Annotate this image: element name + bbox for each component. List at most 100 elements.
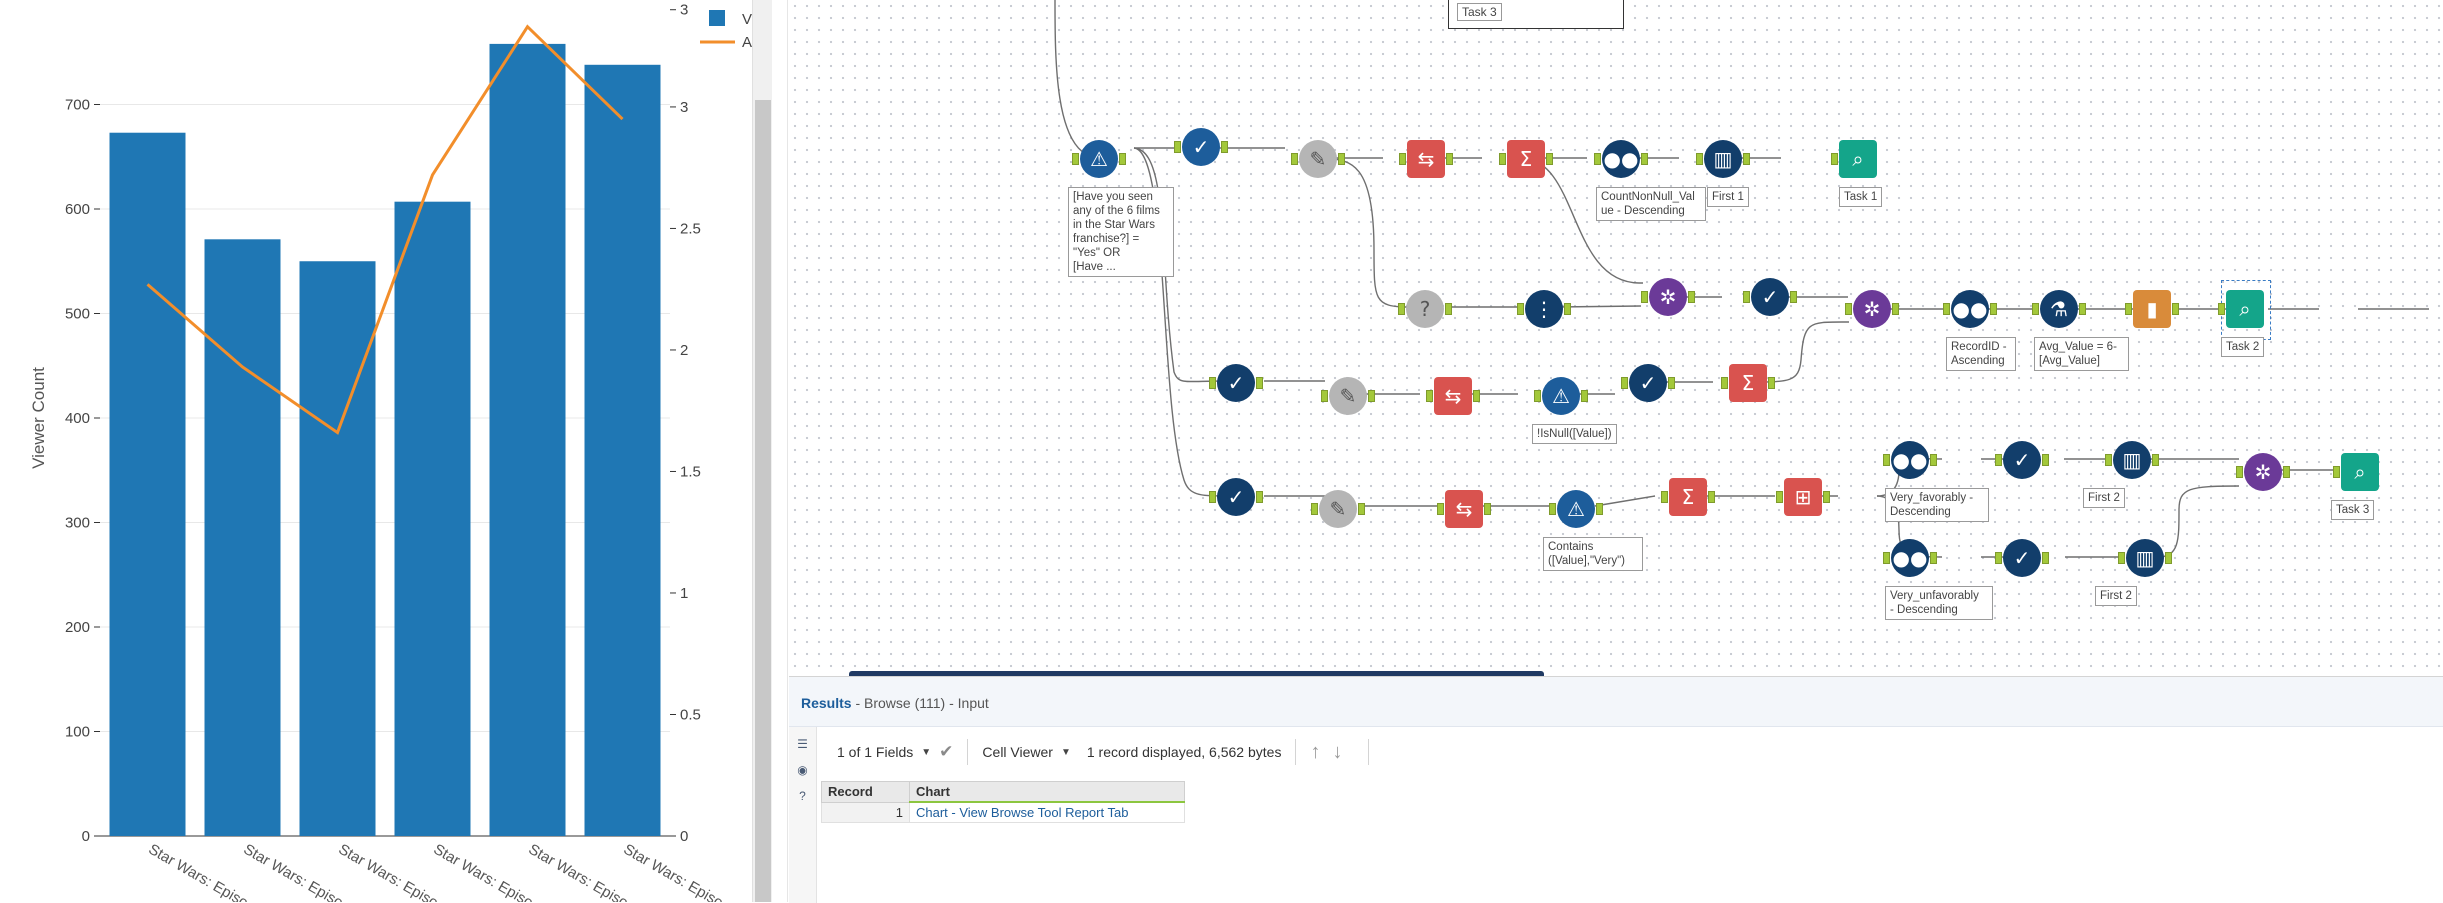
first2b-annotation: First 2 <box>2095 586 2137 606</box>
chart-bar <box>109 132 186 837</box>
transpose-tool-2[interactable]: ⇆ <box>1426 377 1480 415</box>
y2-tick-label: 2 <box>680 342 688 359</box>
summarize-tool-2[interactable]: Σ <box>1721 364 1775 402</box>
results-table: Record Chart 1 Chart - View Browse Tool … <box>821 781 1185 823</box>
transpose-tool-3[interactable]: ⇆ <box>1437 490 1491 528</box>
x-tick-label: Star Wars: Episo <box>241 841 346 902</box>
y-tick-label: 300 <box>65 515 90 532</box>
task3-top-label: Task 3 <box>1457 3 1502 21</box>
fields-dropdown[interactable]: 1 of 1 Fields <box>837 744 914 760</box>
select-tool-3[interactable]: ✓ <box>1209 364 1263 402</box>
task3-browse-top[interactable]: Task 3 <box>1448 0 1624 29</box>
chart-tool[interactable]: ▮ <box>2125 290 2179 328</box>
table-row[interactable]: 1 Chart - View Browse Tool Report Tab <box>821 801 1185 823</box>
task3-annotation: Task 3 <box>2331 500 2375 520</box>
results-toolbar: 1 of 1 Fields ▼ ✔ Cell Viewer ▼ 1 record d… <box>817 727 2443 777</box>
summarize-tool-1[interactable]: Σ <box>1499 140 1553 178</box>
binoculars-icon[interactable]: ◉ <box>797 763 808 777</box>
sort1-annotation: CountNonNull_Val ue - Descending <box>1596 187 1706 221</box>
select-tool-4[interactable]: ✓ <box>1621 364 1675 402</box>
select-tool-7[interactable]: ✓ <box>1995 539 2049 577</box>
select-tool-2[interactable]: ✓ <box>1743 278 1797 316</box>
scrollbar-thumb[interactable] <box>755 100 771 902</box>
toolbar-separator <box>967 739 969 765</box>
list-icon[interactable]: ☰ <box>797 737 808 751</box>
filter-tool-isnull[interactable]: ⚠ <box>1534 377 1588 415</box>
sample-tool-first2b[interactable]: ▥ <box>2118 539 2172 577</box>
chart-scrollbar[interactable] <box>752 0 772 902</box>
sort-tool-very-favorably[interactable]: ●● <box>1883 441 1937 479</box>
record-id-tool[interactable]: ⋮ <box>1517 290 1571 328</box>
transpose-tool-1[interactable]: ⇆ <box>1399 140 1453 178</box>
arrow-down-icon[interactable]: ↓ <box>1332 740 1343 763</box>
sort-tool-1[interactable]: ●● <box>1594 140 1648 178</box>
column-header-record[interactable]: Record <box>821 781 910 803</box>
x-tick-label: Star Wars: Episo <box>146 841 251 902</box>
formula-annotation: Avg_Value = 6- [Avg_Value] <box>2034 337 2129 371</box>
y2-tick-label: 1.5 <box>680 463 701 480</box>
pane-divider[interactable] <box>772 0 788 902</box>
chart-bar <box>204 239 281 836</box>
formula-tool[interactable]: ⚗ <box>2032 290 2086 328</box>
filter-tool-contains-very[interactable]: ⚠ <box>1549 490 1603 528</box>
chart-link[interactable]: Chart - View Browse Tool Report Tab <box>909 801 1185 823</box>
viewer-count-chart: 010020030040050060070000.511.522.533View… <box>29 2 752 902</box>
browse-tool-task2[interactable]: ⌕ <box>2218 290 2264 328</box>
y2-tick-label: 0 <box>680 828 688 845</box>
record-summary: 1 record displayed, 6,562 bytes <box>1086 744 1282 760</box>
viewer-dropdown[interactable]: Cell Viewer <box>982 744 1053 760</box>
toolbar-separator <box>1368 739 1370 765</box>
sort-tool-recordid[interactable]: ●● <box>1943 290 1997 328</box>
select-tool-1[interactable]: ✓ <box>1174 128 1228 166</box>
record-number: 1 <box>821 801 910 823</box>
help-icon[interactable]: ? <box>799 789 806 803</box>
chart-line <box>146 24 624 435</box>
y2-tick-label: 0.5 <box>680 706 701 723</box>
join-tool-1[interactable]: ✲ <box>1641 278 1695 316</box>
join-tool-3[interactable]: ✲ <box>2236 453 2290 491</box>
y2-tick-label: 2.5 <box>680 220 701 237</box>
x-tick-label: Star Wars: Episo <box>431 841 536 902</box>
first1-annotation: First 1 <box>1707 187 1749 207</box>
results-title: Results <box>801 695 852 711</box>
select-tool-5[interactable]: ✓ <box>1209 478 1263 516</box>
chevron-down-icon[interactable]: ▼ <box>1060 746 1071 758</box>
dynamic-rename-tool-1[interactable]: ✎ <box>1291 140 1345 178</box>
chart-bar <box>584 64 661 837</box>
y-axis-label: Viewer Count <box>29 367 48 469</box>
y-tick-label: 500 <box>65 306 90 323</box>
select-tool-6[interactable]: ✓ <box>1995 441 2049 479</box>
results-side-rail: ☰ ◉ ? <box>789 727 817 903</box>
toolbar-separator <box>1295 739 1297 765</box>
legend-label-line: A <box>742 34 752 51</box>
y-tick-label: 600 <box>65 201 90 218</box>
first2a-annotation: First 2 <box>2083 488 2125 508</box>
checkmark-icon[interactable]: ✔ <box>939 742 954 761</box>
sort-tool-very-unfavorably[interactable]: ●● <box>1883 539 1937 577</box>
sort-recordid-annotation: RecordID - Ascending <box>1946 337 2016 371</box>
browse-tool-task1[interactable]: ⌕ <box>1831 140 1877 178</box>
join-tool-2[interactable]: ✲ <box>1845 290 1899 328</box>
x-tick-label: Star Wars: Episo <box>526 841 631 902</box>
dynamic-rename-tool-3[interactable]: ✎ <box>1311 490 1365 528</box>
dynamic-rename-tool-2[interactable]: ✎ <box>1321 377 1375 415</box>
chart-bar <box>394 201 471 836</box>
browse-tool-task3[interactable]: ⌕ <box>2333 453 2379 491</box>
summarize-tool-3[interactable]: Σ <box>1661 478 1715 516</box>
y-tick-label: 700 <box>65 97 90 114</box>
column-header-chart[interactable]: Chart <box>909 781 1185 803</box>
x-tick-label: Star Wars: Episo <box>621 841 726 902</box>
y-tick-label: 100 <box>65 724 90 741</box>
y-tick-label: 400 <box>65 410 90 427</box>
test-tool[interactable]: ? <box>1398 290 1452 328</box>
sample-tool-first2a[interactable]: ▥ <box>2105 441 2159 479</box>
sample-tool-first1[interactable]: ▥ <box>1696 140 1750 178</box>
task2-annotation: Task 2 <box>2221 337 2265 357</box>
y-tick-label: 200 <box>65 619 90 636</box>
workflow-canvas[interactable]: Task 3 ⚠ [Have you seen any of the 6 fil… <box>789 0 2443 676</box>
cross-tab-tool[interactable]: ⊞ <box>1776 478 1830 516</box>
chevron-down-icon[interactable]: ▼ <box>921 746 932 758</box>
filter-tool-seen-films[interactable]: ⚠ <box>1072 140 1126 178</box>
arrow-up-icon[interactable]: ↑ <box>1310 740 1321 763</box>
results-panel: Results - Browse (111) - Input ☰ ◉ ? 1 o… <box>789 676 2443 903</box>
